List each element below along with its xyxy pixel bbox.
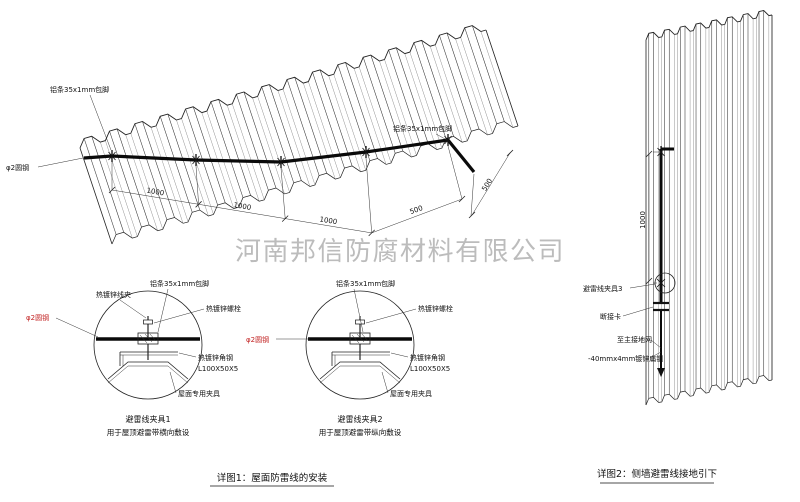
detail1-bolt-label: 热镀锌螺栓 — [206, 304, 241, 313]
roof-strip-label-top: 铝条35x1mm包脚 — [50, 85, 109, 94]
roof-sheet-section — [107, 361, 189, 380]
detail1-roof-clamp-label: 屋面专用夹具 — [178, 389, 220, 398]
wire-clamp-3 — [277, 156, 285, 168]
detail2-roof-clamp-label: 屋面专用夹具 — [390, 389, 432, 398]
detail2-round-steel-label: φ2圆钢 — [246, 335, 269, 344]
detail2-subtitle: 用于屋顶避雷带纵向敷设 — [319, 427, 402, 437]
extension-line — [470, 173, 475, 217]
wall-flat-steel-label: -40mmx4mm镀锌扁钢 — [588, 354, 663, 363]
roof-sheet-section — [319, 361, 401, 380]
detail1-title: 避雷线夹具1 — [125, 414, 170, 424]
wall-clamp-label: 避雷线夹具3 — [583, 284, 622, 293]
extension-line — [447, 145, 463, 200]
bolt-nut — [355, 319, 365, 325]
roof-right-rake-edge — [485, 29, 519, 127]
wall-disconnect-label: 断接卡 — [600, 312, 621, 321]
detail2-angle-spec-label: L100X50X5 — [410, 365, 450, 373]
detail-2-circle — [305, 290, 415, 400]
wire-clamp-2 — [192, 154, 200, 166]
roof-axonometric-view: 1000 1000 1000 500 500 铝条35x1mm包脚 铝条35x1… — [6, 25, 519, 245]
detail1-subtitle: 用于屋顶避雷带横向敷设 — [107, 427, 190, 437]
wire-clamp-4 — [362, 146, 370, 158]
detail1-angle-spec-label: L100X50X5 — [198, 365, 238, 373]
detail-2-clamp-longitudinal: 铝条35x1mm包脚 热镀锌螺栓 φ2圆钢 热镀锌角钢 L100X50X5 屋面… — [246, 279, 453, 437]
detail2-strip-label: 铝条35x1mm包脚 — [336, 279, 395, 288]
figure-captions: 详图1：屋面防雷线的安装 详图2：侧墙避雷线接地引下 — [210, 468, 717, 487]
bolt-nut — [143, 319, 153, 325]
side-wall-view: 1000 避雷线夹具3 断接卡 至主接地网 -40mmx4mm镀锌扁钢 — [583, 10, 773, 406]
extension-line — [365, 157, 372, 233]
detail2-title: 避雷线夹具2 — [337, 414, 382, 424]
roof-strip-label-right: 铝条35x1mm包脚 — [393, 124, 452, 133]
company-watermark: 河南邦信防腐材料有限公司 — [235, 237, 565, 267]
detail1-wire-clip-label: 热镀锌线夹 — [96, 290, 131, 299]
leader-line — [89, 94, 112, 151]
detail1-angle-steel-label: 热镀锌角钢 — [198, 353, 233, 362]
roof-left-rake-edge — [79, 147, 113, 245]
caption-fig2: 详图2：侧墙避雷线接地引下 — [597, 468, 717, 480]
wall-dim-label-1000: 1000 — [639, 211, 647, 229]
detail-1-circle — [93, 290, 203, 400]
extension-line — [195, 165, 199, 205]
leader-line — [435, 133, 448, 141]
detail2-angle-steel-label: 热镀锌角钢 — [410, 353, 445, 362]
caption-fig1: 详图1：屋面防雷线的安装 — [217, 472, 328, 484]
detail-1-clamp-transverse: 热镀锌线夹 铝条35x1mm包脚 热镀锌螺栓 φ2圆钢 热镀锌角钢 L100X5… — [26, 279, 241, 437]
to-ground-arrow — [657, 368, 665, 377]
roof-round-steel-label: φ2圆钢 — [6, 163, 29, 172]
leader-line — [37, 157, 84, 168]
detail2-bolt-label: 热镀锌螺栓 — [418, 304, 453, 313]
wall-clamp-3 — [656, 276, 666, 290]
wall-to-ground-label: 至主接地网 — [617, 335, 652, 344]
detail1-strip-label: 铝条35x1mm包脚 — [150, 279, 209, 288]
detail1-round-steel-label: φ2圆钢 — [26, 313, 49, 322]
dim-label-1000-1: 1000 — [146, 187, 165, 198]
dim-label-1000-3: 1000 — [319, 215, 338, 226]
extension-line — [280, 167, 286, 219]
wire-clamp-1 — [108, 150, 116, 162]
wire-clamp-5 — [444, 134, 452, 146]
dim-label-1000-2: 1000 — [233, 201, 252, 212]
